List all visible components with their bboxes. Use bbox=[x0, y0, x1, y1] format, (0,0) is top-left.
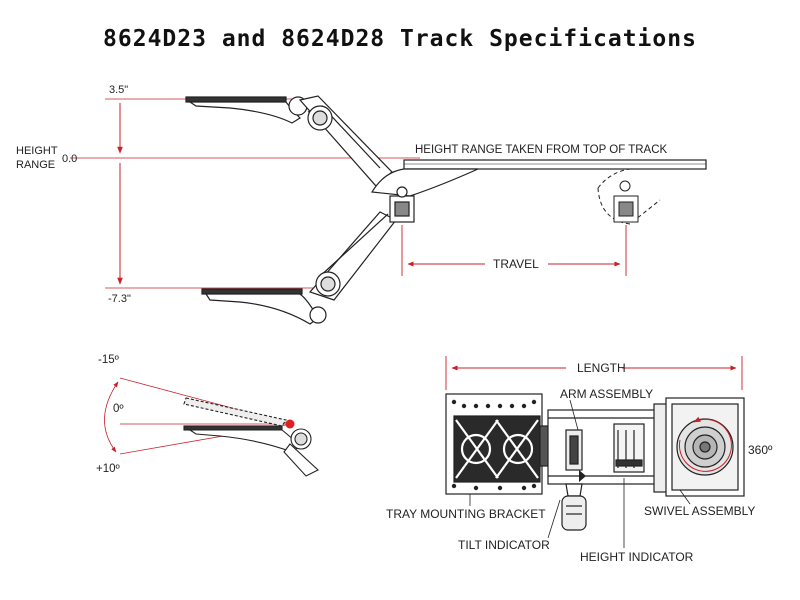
swivel-assembly bbox=[653, 397, 745, 497]
tilt-indicator-label: TILT INDICATOR bbox=[458, 538, 550, 552]
tilt-down-angle: +10º bbox=[96, 463, 121, 475]
length-dimension bbox=[445, 356, 743, 390]
tilt-indicator-arrow bbox=[579, 470, 586, 482]
upper-tray bbox=[185, 96, 308, 124]
height-top-value: 3.5" bbox=[109, 84, 128, 96]
height-range-label-line2: RANGE bbox=[16, 159, 55, 171]
height-indicator-label: HEIGHT INDICATOR bbox=[580, 550, 694, 564]
lower-arm bbox=[308, 211, 397, 301]
side-view: 3.5" HEIGHT RANGE 0.0 -7.3" HEIGHT RANGE… bbox=[16, 84, 707, 325]
top-view: LENGTH ARM ASSEMBLY 360º TRAY MOUNTING B… bbox=[386, 356, 773, 564]
track bbox=[403, 159, 707, 170]
rotation-arrow bbox=[678, 416, 732, 472]
page-title: 8624D23 and 8624D28 Track Specifications bbox=[103, 26, 697, 52]
swivel-base-right bbox=[597, 168, 690, 225]
upper-arm bbox=[298, 95, 393, 187]
rotation-label: 360º bbox=[748, 443, 773, 457]
travel-dimension bbox=[401, 225, 627, 276]
height-zero-value: 0.0 bbox=[62, 153, 77, 165]
height-bottom-value: -7.3" bbox=[108, 293, 131, 305]
tray-mounting-bracket bbox=[445, 393, 551, 495]
swivel-assembly-label: SWIVEL ASSEMBLY bbox=[644, 504, 755, 518]
arm-assembly bbox=[547, 409, 657, 485]
tray-mounting-bracket-label: TRAY MOUNTING BRACKET bbox=[386, 507, 546, 521]
tilt-level-angle: 0º bbox=[113, 403, 124, 415]
tilt-tray bbox=[183, 397, 319, 477]
lower-tray bbox=[201, 288, 327, 325]
arm-assembly-label: ARM ASSEMBLY bbox=[560, 387, 653, 401]
height-note: HEIGHT RANGE TAKEN FROM TOP OF TRACK bbox=[415, 144, 668, 156]
tilt-view: -15º 0º +10º bbox=[96, 354, 319, 477]
tilt-pivot-dot bbox=[285, 419, 295, 429]
travel-label: TRAVEL bbox=[493, 257, 539, 271]
length-label: LENGTH bbox=[577, 361, 626, 375]
height-range-label-line1: HEIGHT bbox=[16, 145, 58, 157]
height-extension-lines bbox=[70, 98, 420, 289]
swivel-base-left bbox=[371, 168, 479, 223]
tilt-knob bbox=[561, 483, 587, 531]
top-view-leader-lines bbox=[469, 399, 691, 548]
tilt-up-angle: -15º bbox=[98, 354, 120, 366]
